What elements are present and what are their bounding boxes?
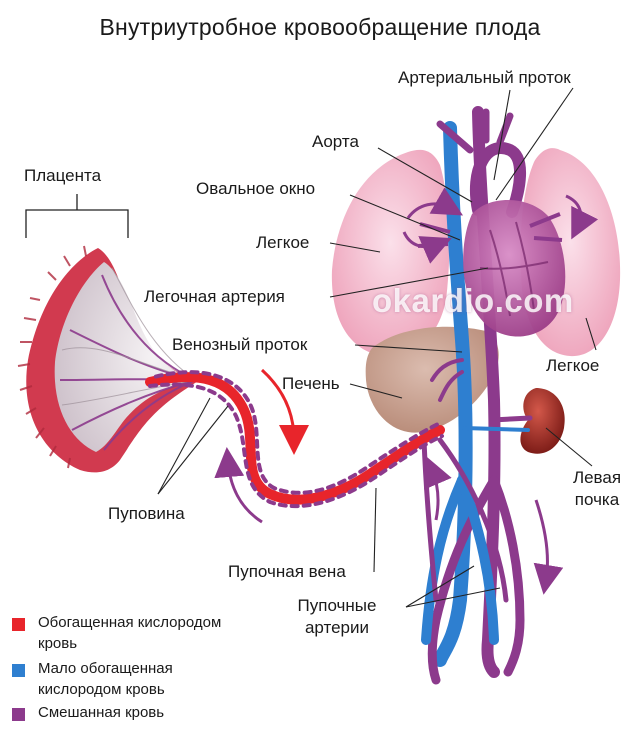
left-lung-shape <box>331 149 450 357</box>
legend-oxygenated-line2: кровь <box>38 635 78 652</box>
label-left-kidney: Левая почка <box>562 468 632 510</box>
label-arterial-duct: Артериальный проток <box>398 68 571 87</box>
legend-deoxygenated-line1: Мало обогащенная <box>38 660 173 677</box>
label-umbilical-arteries-line1: Пупочные <box>297 596 377 615</box>
label-umbilical-arteries: Пупочные артерии <box>282 596 392 638</box>
legend-swatch-deoxygenated <box>12 664 25 677</box>
legend-swatch-oxygenated <box>12 618 25 631</box>
label-liver: Печень <box>282 374 340 393</box>
watermark: okardio.com <box>372 282 574 319</box>
label-left-kidney-line2: почка <box>574 490 620 509</box>
legend-deoxygenated-line2: кислородом кровь <box>38 681 165 698</box>
label-oval-window: Овальное окно <box>196 179 316 198</box>
label-pulmonary-artery: Легочная артерия <box>144 287 285 306</box>
flow-arrow-legs <box>533 499 564 595</box>
flow-arrow-oxygenated <box>260 368 309 455</box>
diagram-title: Внутриутробное кровообращение плода <box>99 14 541 40</box>
placenta-shape <box>17 245 201 473</box>
leader-lines <box>157 87 597 608</box>
placenta-bracket <box>25 194 129 238</box>
label-umbilical-arteries-line2: артерии <box>304 618 370 637</box>
flow-arrow-return-left <box>214 447 263 524</box>
legend-swatch-mixed <box>12 708 25 721</box>
flow-arrow-return-right <box>424 456 452 521</box>
vena-cava <box>433 121 473 667</box>
label-venous-duct: Венозный проток <box>172 335 308 354</box>
label-umbilical-cord: Пуповина <box>108 504 185 523</box>
aortic-arch <box>469 142 527 218</box>
kidney-shape <box>520 388 565 454</box>
label-left-kidney-line1: Левая <box>572 468 622 487</box>
label-umbilical-vein: Пупочная вена <box>228 562 346 581</box>
label-lung-right: Легкое <box>546 356 600 375</box>
label-aorta: Аорта <box>312 132 359 151</box>
legend-mixed-line1: Смешанная кровь <box>38 704 165 721</box>
label-lung-left: Легкое <box>256 233 310 252</box>
umbilical-cord-shape <box>145 370 445 509</box>
legend-oxygenated-line1: Обогащенная кислородом <box>38 614 222 631</box>
label-placenta: Плацента <box>24 166 102 185</box>
